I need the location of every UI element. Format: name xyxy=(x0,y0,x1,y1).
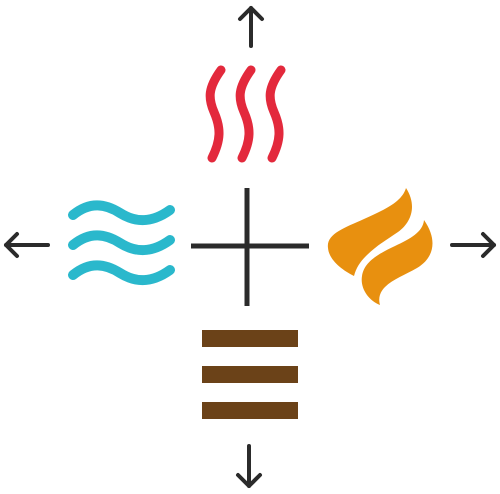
heat-wave-3 xyxy=(265,65,286,163)
flame-lower-part xyxy=(361,220,433,305)
water-wave-1 xyxy=(68,200,175,226)
heat-wave-2 xyxy=(235,65,256,163)
cross-icon xyxy=(191,188,309,306)
heat-waves-icon xyxy=(205,65,286,163)
arrow-up-icon xyxy=(238,6,264,48)
earth-bar-3 xyxy=(202,402,298,419)
flame-icon xyxy=(327,188,433,305)
earth-layers-icon xyxy=(202,330,298,419)
earth-bar-1 xyxy=(202,330,298,347)
water-wave-3 xyxy=(68,260,175,286)
arrow-left-icon xyxy=(4,232,50,258)
water-waves-icon xyxy=(68,200,175,286)
arrow-down-icon xyxy=(236,444,262,488)
flame-upper-part xyxy=(327,188,412,276)
water-wave-2 xyxy=(68,230,175,256)
arrow-right-icon xyxy=(450,232,496,258)
heat-wave-1 xyxy=(205,65,226,163)
earth-bar-2 xyxy=(202,366,298,383)
